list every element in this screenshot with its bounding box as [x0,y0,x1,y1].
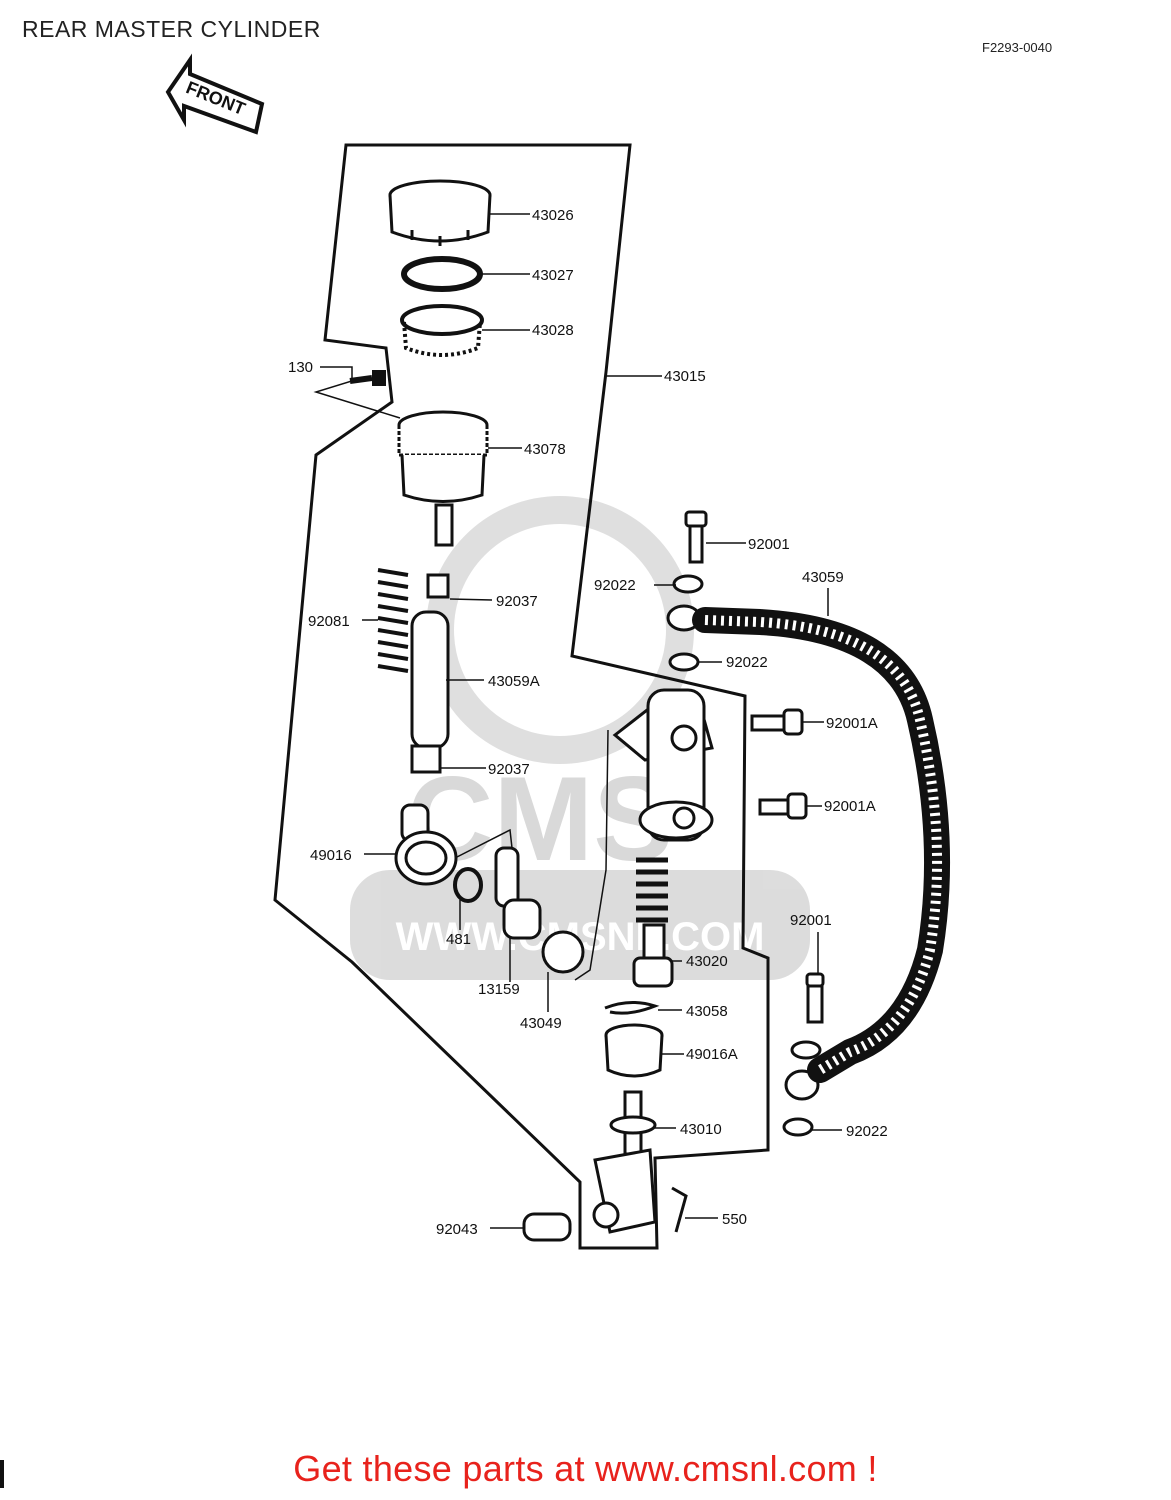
edge-mark [0,1460,4,1488]
part-49016: 49016 [310,847,352,864]
part-labels: 43026 43027 43028 130 43015 43078 92001 … [288,207,888,1238]
part-43020: 43020 [686,953,728,970]
diagram-code: F2293-0040 [982,40,1053,55]
part-92001A-a: 92001A [826,715,878,732]
part-43059: 43059 [802,569,844,586]
assembly-outline [273,143,770,1250]
part-130: 130 [288,359,313,376]
part-481: 481 [446,931,471,948]
part-43059A: 43059A [488,673,540,690]
part-43026: 43026 [532,207,574,224]
part-43058: 43058 [686,1003,728,1020]
diaphragm-plate [400,304,484,357]
push-rod-assembly [522,1001,688,1242]
master-cylinder-body [612,688,714,842]
piston-assembly [632,857,674,988]
part-92022-b: 92022 [726,654,768,671]
part-92043: 92043 [436,1221,478,1238]
front-arrow: FRONT [165,53,265,135]
spring-92081 [377,568,409,673]
elbow-fitting [394,803,585,974]
part-92001A-b: 92001A [824,798,876,815]
page-title: REAR MASTER CYLINDER [22,16,321,42]
part-92081: 92081 [308,613,350,630]
part-43010: 43010 [680,1121,722,1138]
part-92037-a: 92037 [496,593,538,610]
screw-130 [349,370,386,386]
part-13159: 13159 [478,981,520,998]
part-49016A: 49016A [686,1046,738,1063]
reservoir-cap [388,179,492,246]
part-43078: 43078 [524,441,566,458]
footer-link[interactable]: Get these parts at www.cmsnl.com ! [293,1448,878,1489]
part-43049: 43049 [520,1015,562,1032]
part-43028: 43028 [532,322,574,339]
part-550: 550 [722,1211,747,1228]
leader-lines [313,213,842,1229]
diaphragm-ring [401,256,483,292]
reservoir-body [397,410,489,547]
part-43027: 43027 [532,267,574,284]
banjo-bolts [750,708,808,820]
part-92022-c: 92022 [846,1123,888,1140]
part-92001-b: 92001 [790,912,832,929]
part-92037-b: 92037 [488,761,530,778]
part-92022-a: 92022 [594,577,636,594]
part-43015: 43015 [664,368,706,385]
part-92001-top: 92001 [748,536,790,553]
